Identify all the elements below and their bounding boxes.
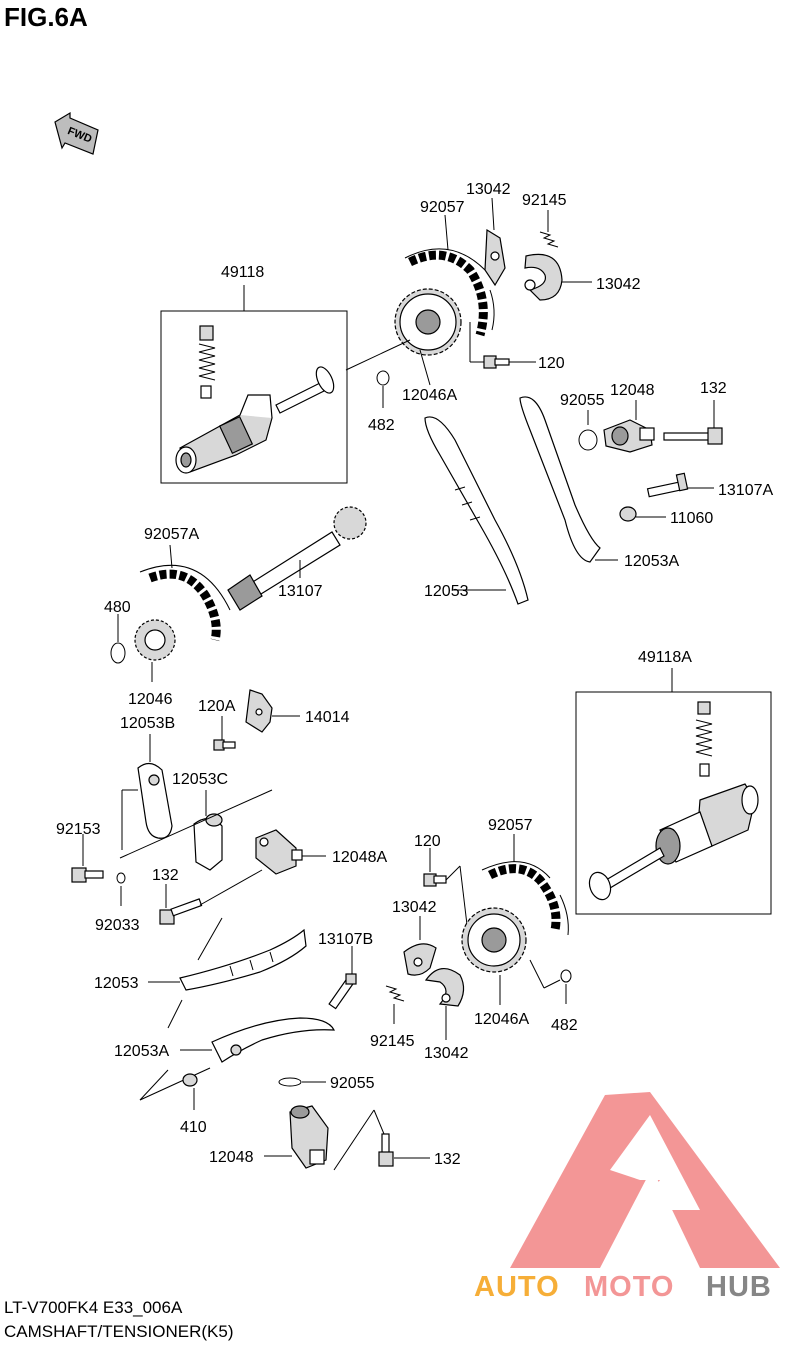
callout-480: 480 [104, 599, 131, 616]
washer-11060 [619, 506, 637, 522]
callout-12053B: 12053B [120, 715, 175, 732]
weight-13042-bottom [424, 968, 465, 1007]
callout-12048-bottom: 12048 [209, 1149, 254, 1166]
callout-12048A: 12048A [332, 849, 387, 866]
callout-13042-bottom-top: 13042 [392, 899, 437, 916]
camshaft-13107 [227, 506, 367, 611]
callout-12046A-top: 12046A [402, 387, 457, 404]
callout-132-top: 132 [700, 380, 727, 397]
callout-14014: 14014 [305, 709, 350, 726]
callout-120A: 120A [198, 698, 236, 715]
callout-12053-bottom: 12053 [94, 975, 139, 992]
washer-410 [182, 1073, 198, 1087]
bracket-14014 [245, 689, 273, 733]
callout-92055-bottom: 92055 [330, 1075, 375, 1092]
callout-92057A: 92057A [144, 526, 199, 543]
spring-part-b [695, 701, 713, 777]
automotohub-logo: AUTO MOTO HUB [474, 1092, 780, 1303]
callout-12046A-bottom: 12046A [474, 1011, 529, 1028]
oring-92055-top [578, 429, 598, 451]
tensioner-12048-bottom [289, 1105, 329, 1169]
diagram-caption: CAMSHAFT/TENSIONER(K5) [4, 1322, 234, 1341]
chain-guide-12053-top [424, 416, 529, 605]
logo-text-auto: AUTO [474, 1271, 560, 1303]
bolt-132-top [663, 427, 723, 445]
box-49118 [160, 310, 348, 484]
callout-11060: 11060 [670, 510, 713, 527]
callout-410: 410 [180, 1119, 207, 1136]
guide-12053B [137, 762, 173, 839]
callout-12048-top: 12048 [610, 382, 655, 399]
callout-13042-top-right: 13042 [596, 276, 641, 293]
logo-text-moto: MOTO [584, 1271, 674, 1303]
callout-49118: 49118 [221, 264, 264, 281]
callout-12053A-top: 12053A [624, 553, 679, 570]
callout-92153: 92153 [56, 821, 101, 838]
callout-12046: 12046 [128, 691, 173, 708]
bolt-132-mid [159, 898, 203, 925]
chain-guide-12053-bottom [179, 928, 307, 991]
spring-part [198, 325, 216, 399]
bolt-13107A [646, 472, 689, 498]
callout-13042-bottom: 13042 [424, 1045, 469, 1062]
callout-482-top: 482 [368, 417, 395, 434]
sprocket-12046A-bottom [461, 907, 527, 973]
bolt-92153 [71, 867, 104, 883]
model-code: LT-V700FK4 E33_006A [4, 1298, 183, 1317]
figure-title: FIG.6A [4, 2, 88, 32]
callout-92145-bottom: 92145 [370, 1033, 415, 1050]
callout-92055-top: 92055 [560, 392, 605, 409]
bolt-132-bottom [378, 1133, 394, 1167]
ring-482-bottom [560, 969, 572, 983]
logo-text-hub: HUB [706, 1271, 772, 1303]
clip-92033 [116, 872, 126, 884]
callout-12053A-bottom: 12053A [114, 1043, 169, 1060]
fwd-arrow-icon: FWD [54, 111, 99, 155]
guide-12053C [193, 813, 223, 871]
callout-132-bottom: 132 [434, 1151, 461, 1168]
ring-480 [110, 642, 126, 664]
callout-13107A: 13107A [718, 482, 773, 499]
bolt-120-top [483, 355, 510, 369]
callout-120-top: 120 [538, 355, 565, 372]
oring-92055-bottom [278, 1077, 302, 1087]
tensioner-guide-12053A-top [519, 396, 601, 563]
bolt-120A [213, 739, 236, 751]
callout-12053-top: 12053 [424, 583, 469, 600]
adjuster-body-part-b [655, 783, 759, 865]
bolt-13107B [328, 973, 357, 1010]
weight-13042-bottom-top [403, 943, 437, 976]
callout-120-bottom: 120 [414, 833, 441, 850]
callout-13107B: 13107B [318, 931, 373, 948]
ring-482-top [376, 370, 390, 386]
gear-12046 [134, 619, 176, 661]
rod-part-b [588, 847, 665, 901]
tensioner-12048A [255, 829, 303, 875]
callout-92057-bottom: 92057 [488, 817, 533, 834]
sprocket-12046A-top [394, 288, 462, 356]
tensioner-12048-top [603, 419, 655, 453]
spring-92145-top [539, 231, 559, 248]
callout-482-bottom: 482 [551, 1017, 578, 1034]
callout-92033: 92033 [95, 917, 140, 934]
spring-92145-bottom [385, 985, 405, 1002]
rod-part [275, 366, 335, 414]
weight-13042-top-right [524, 253, 563, 301]
callout-13042-top: 13042 [466, 181, 511, 198]
callout-13107: 13107 [278, 583, 323, 600]
bolt-120-bottom [423, 873, 447, 887]
adjuster-body-part [175, 394, 273, 474]
callout-49118A: 49118A [638, 649, 692, 666]
weight-13042-top [484, 228, 506, 287]
box-49118A [575, 691, 772, 915]
callout-92145-top: 92145 [522, 192, 567, 209]
callout-132-mid: 132 [152, 867, 179, 884]
callout-12053C: 12053C [172, 771, 228, 788]
tensioner-guide-12053A-bottom [211, 1017, 336, 1063]
callout-92057-top: 92057 [420, 199, 465, 216]
